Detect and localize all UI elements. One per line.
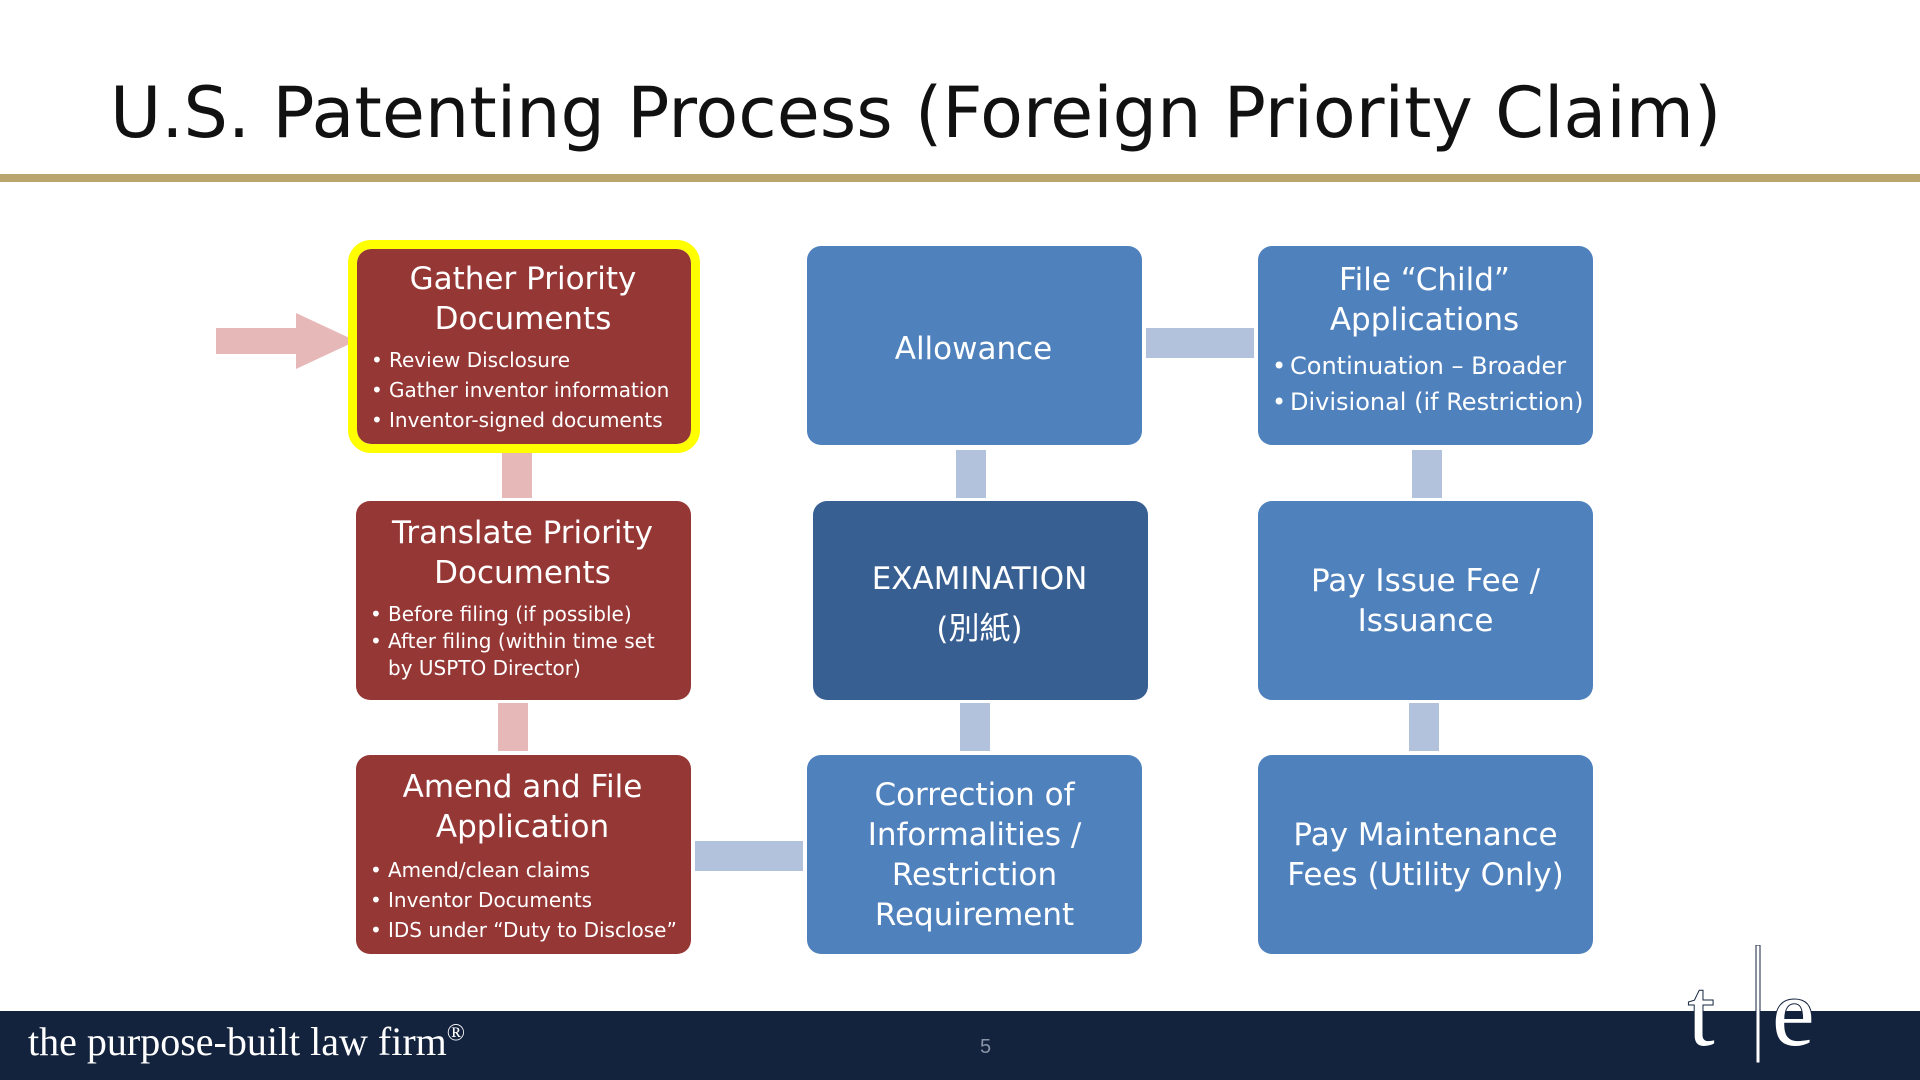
box-title: Translate Priority Documents: [392, 515, 653, 591]
connector-gather-translate: [502, 450, 532, 498]
connector-examination-allowance: [956, 450, 986, 498]
box-title: Pay Issue Fee / Issuance: [1310, 562, 1541, 639]
svg-text:e: e: [1772, 959, 1815, 1065]
bullet-item: Review Disclosure: [371, 345, 675, 375]
allowance-box: Allowance: [807, 246, 1142, 445]
footer-bar: [0, 1011, 1920, 1080]
footer-tagline: the purpose-built law firm®: [28, 1018, 465, 1065]
amend-and-file-application-box: Amend and File Application Amend/clean c…: [356, 755, 691, 954]
connector-amend-correction: [695, 841, 803, 871]
box-title: File “Child” Applications: [1329, 262, 1520, 338]
pay-maintenance-fees-box: Pay Maintenance Fees (Utility Only): [1258, 755, 1593, 954]
translate-priority-documents-box: Translate Priority Documents Before fili…: [356, 501, 691, 700]
correction-of-informalities-box: Correction of Informalities / Restrictio…: [807, 755, 1142, 954]
current-step-arrow-icon: [216, 313, 356, 369]
bullet-item: Gather inventor information: [371, 375, 675, 405]
bullet-item: Divisional (if Restriction): [1272, 384, 1584, 420]
bullet-item: Inventor Documents: [370, 885, 675, 915]
slide-title: U.S. Patenting Process (Foreign Priority…: [110, 72, 1722, 154]
box-title: Gather Priority Documents: [409, 261, 637, 337]
examination-box: EXAMINATION (別紙): [813, 501, 1148, 700]
bullet-item: IDS under “Duty to Disclose”: [370, 915, 677, 945]
bullet-item: Inventor-signed documents: [371, 405, 675, 435]
box-title: Correction of Informalities / Restrictio…: [867, 776, 1082, 933]
box-title: EXAMINATION: [871, 560, 1088, 597]
firm-logo: t e: [1687, 945, 1816, 1065]
file-child-applications-box: File “Child” Applications Continuation –…: [1258, 246, 1593, 445]
bullet-list: Continuation – Broader Divisional (if Re…: [1272, 348, 1584, 420]
title-divider: [0, 174, 1920, 182]
gather-priority-documents-box: Gather Priority Documents Review Disclos…: [348, 240, 700, 453]
bullet-item: After filing (within time set by USPTO D…: [370, 628, 675, 682]
pay-issue-fee-box: Pay Issue Fee / Issuance: [1258, 501, 1593, 700]
bullet-item: Before filing (if possible): [370, 601, 675, 628]
box-title: Allowance: [894, 330, 1053, 367]
box-subtitle: (別紙): [936, 610, 1023, 647]
box-title: Amend and File Application: [402, 769, 643, 845]
bullet-list: Before filing (if possible) After filing…: [370, 601, 675, 682]
bullet-item: Amend/clean claims: [370, 855, 675, 885]
bullet-list: Amend/clean claims Inventor Documents ID…: [370, 855, 677, 945]
bullet-list: Review Disclosure Gather inventor inform…: [371, 345, 675, 435]
connector-translate-amend: [498, 703, 528, 751]
connector-issue-maintenance: [1409, 703, 1439, 751]
connector-correction-examination: [960, 703, 990, 751]
box-title: Pay Maintenance Fees (Utility Only): [1287, 816, 1564, 893]
svg-text:t: t: [1688, 959, 1715, 1065]
connector-child-issue: [1412, 450, 1442, 498]
tagline-text: the purpose-built law firm: [28, 1019, 447, 1064]
bullet-item: Continuation – Broader: [1272, 348, 1577, 384]
registered-mark: ®: [446, 1020, 466, 1047]
page-number: 5: [980, 1036, 992, 1058]
connector-allowance-child: [1146, 328, 1254, 358]
